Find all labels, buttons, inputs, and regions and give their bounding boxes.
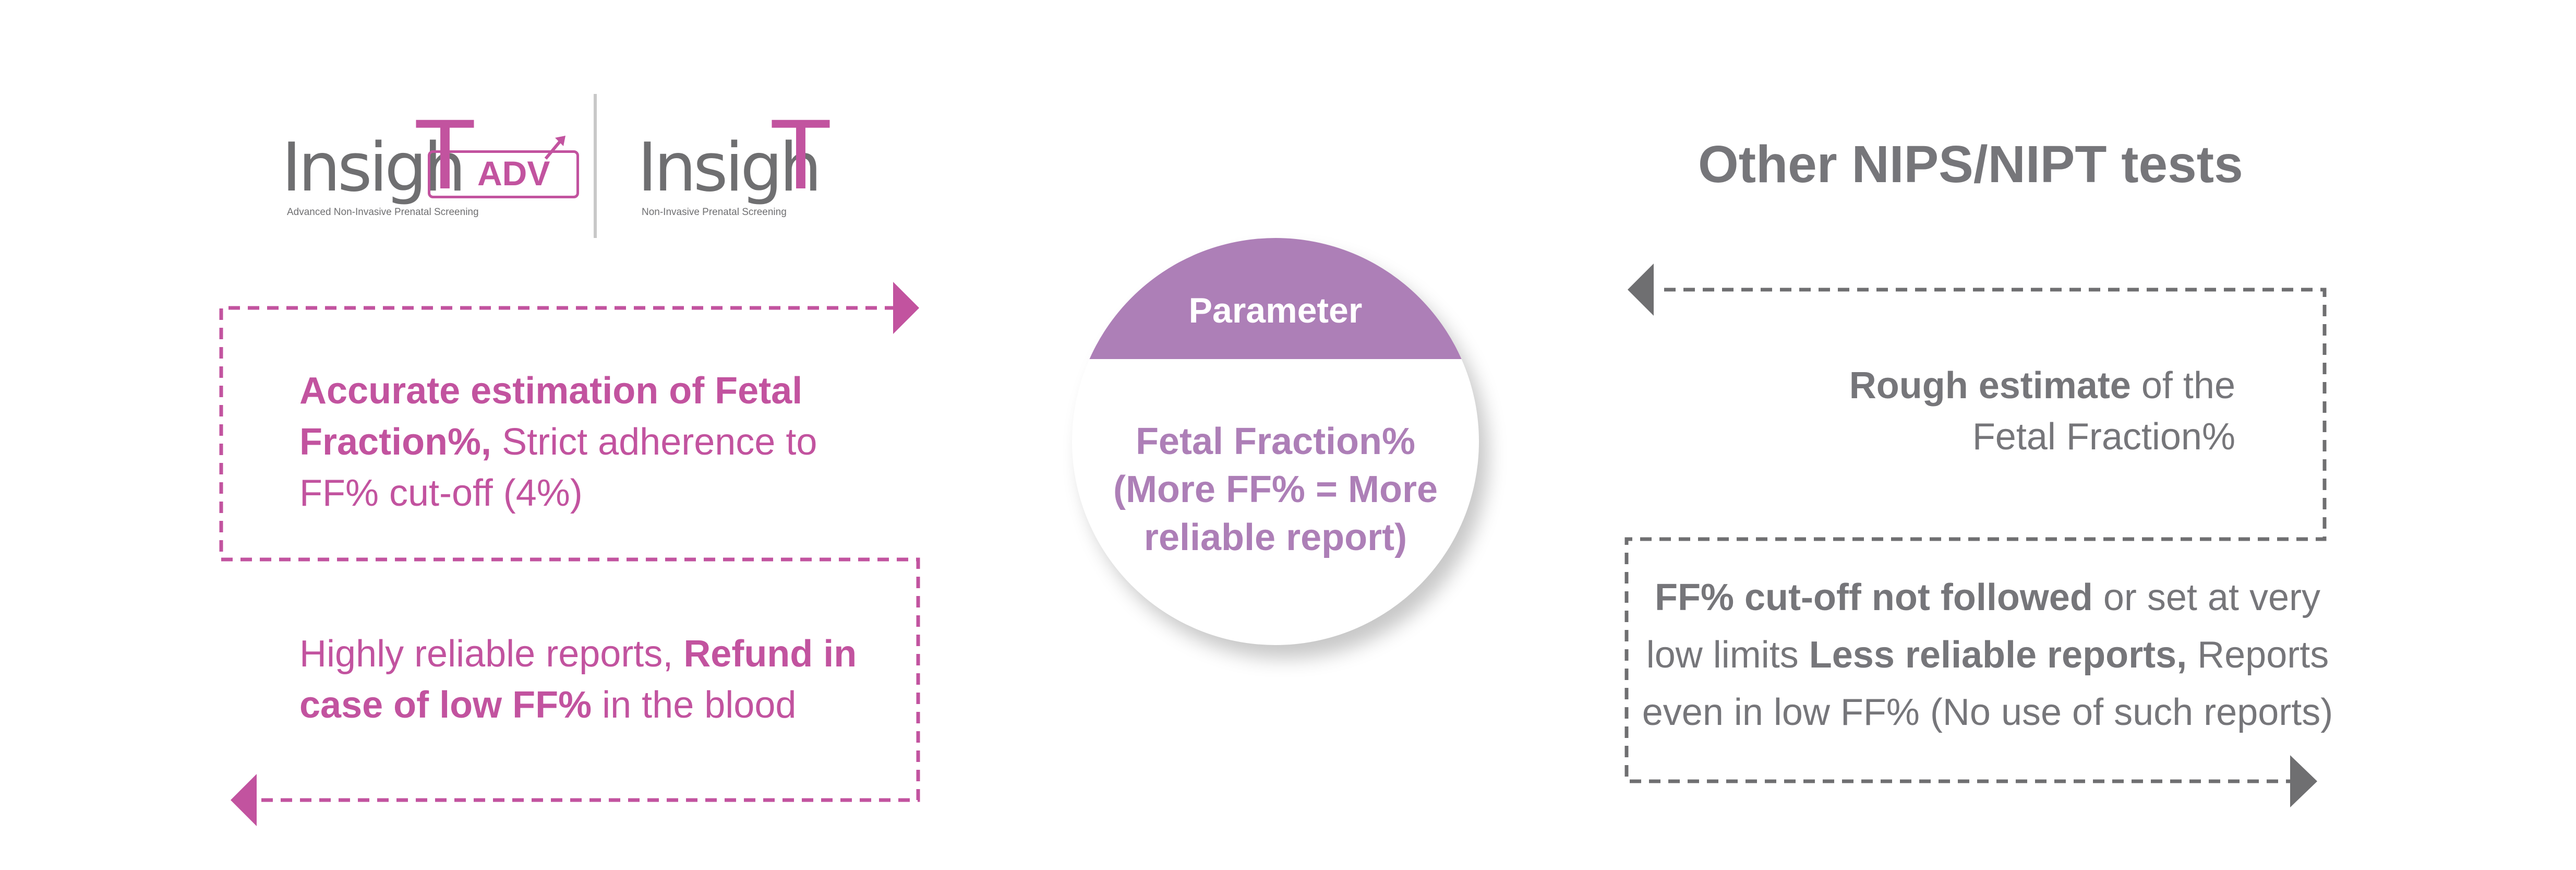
right-estimate-bold: Rough estimate: [1849, 365, 2131, 407]
logo-tagline: Advanced Non-Invasive Prenatal Screening: [287, 207, 479, 218]
parameter-description: Fetal Fraction% (More FF% = More reliabl…: [1072, 418, 1479, 562]
parameter-circle: Parameter Fetal Fraction% (More FF% = Mo…: [1072, 238, 1479, 645]
adv-badge: ADV: [428, 150, 579, 198]
comparison-title: Other NIPS/NIPT tests: [1698, 135, 2243, 194]
parameter-line: (More FF% = More: [1113, 469, 1438, 510]
right-top-arrowhead: [1628, 264, 1654, 316]
left-reliability-pre: Highly reliable reports,: [299, 633, 684, 675]
right-cutoff-text: FF% cut-off not followed or set at very …: [1633, 569, 2342, 741]
left-estimation-bold: Accurate estimation of Fetal Fraction%,: [299, 370, 803, 463]
left-bottom-arrowhead: [231, 774, 257, 826]
left-reliability-bold: Refund in case of low FF%: [299, 633, 857, 726]
right-estimate-line2: Fetal Fraction%: [1972, 416, 2235, 458]
right-cutoff-text2: low limits: [1646, 634, 1809, 676]
right-cutoff-text3: Reports: [2187, 634, 2329, 676]
right-cutoff-line2: low limits Less reliable reports, Report…: [1633, 626, 2342, 684]
arrow-up-icon: [544, 136, 565, 160]
left-estimation-text: Accurate estimation of Fetal Fraction%, …: [299, 365, 873, 519]
right-estimate-text: Rough estimate of the Fetal Fraction%: [1669, 360, 2235, 462]
right-cutoff-line1: FF% cut-off not followed or set at very: [1633, 569, 2342, 626]
right-bottom-arrowhead: [2290, 755, 2317, 807]
parameter-line: Fetal Fraction%: [1135, 421, 1416, 462]
logo-word: Insigh: [282, 129, 466, 207]
adv-badge-label: ADV: [477, 154, 550, 193]
parameter-line: reliable report): [1143, 517, 1407, 558]
parameter-label: Parameter: [1188, 291, 1363, 330]
logo-letter-t: T: [772, 102, 829, 211]
left-reliability-text: Highly reliable reports, Refund in case …: [299, 628, 905, 731]
logo-letter-t: T: [416, 102, 474, 211]
right-cutoff-bold1: FF% cut-off not followed: [1655, 577, 2093, 618]
logo-word: Insigh: [637, 129, 822, 207]
insight-adv-logo: Insigh T ADV Advanced Non-Invasive Prena…: [282, 102, 579, 230]
left-reliability-post: in the blood: [592, 684, 797, 726]
right-estimate-rest: of the: [2130, 365, 2235, 407]
left-top-arrowhead: [893, 282, 919, 334]
logo-divider: [594, 94, 597, 238]
left-flow-path: [219, 306, 920, 802]
right-cutoff-line3: even in low FF% (No use of such reports): [1642, 692, 2333, 733]
right-cutoff-bold2: Less reliable reports,: [1809, 634, 2187, 676]
left-estimation-rest: Strict adherence to FF% cut-off (4%): [299, 421, 817, 514]
logo-tagline: Non-Invasive Prenatal Screening: [642, 207, 787, 218]
right-cutoff-text1: or set at very: [2092, 577, 2320, 618]
insight-logo: Insigh T Non-Invasive Prenatal Screening: [637, 104, 857, 230]
parameter-header: [1072, 238, 1479, 359]
right-estimate-line1: Rough estimate of the: [1669, 360, 2235, 411]
right-flow-path: [1624, 288, 2327, 783]
